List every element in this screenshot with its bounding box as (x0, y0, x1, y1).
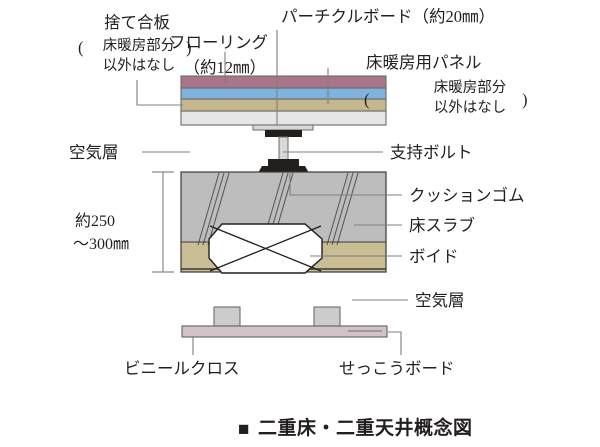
label-support-bolt: 支持ボルト (390, 143, 473, 162)
caption-marker: ■ (238, 419, 250, 440)
leader-lines-group (136, 30, 408, 355)
label-heating-panel: 床暖房用パネル ( 床暖房部分 以外はなし ) (364, 53, 528, 116)
label-dimension: 約250 〜300㎜ (73, 212, 129, 253)
figure-caption: ■ 二重床・二重天井概念図 (238, 416, 473, 440)
label-sute-plywood-line2: 床暖房部分 (103, 37, 176, 54)
leader-sute-plywood (136, 80, 183, 106)
heating-panel-layer (180, 98, 387, 112)
label-heating-panel-line1: 床暖房用パネル (366, 53, 482, 72)
label-heating-panel-paren-open: ( (364, 90, 370, 109)
label-sute-plywood-line1: 捨て合板 (104, 13, 170, 32)
flooring-layer (180, 75, 387, 89)
label-flooring: フローリング （約12㎜） (169, 33, 268, 77)
void-cross-line-2 (209, 225, 322, 272)
ceiling-assembly-group (181, 306, 388, 338)
bolt-shaft (278, 136, 289, 161)
label-sute-plywood-line3: 以外はなし (103, 57, 176, 74)
sute-plywood-layer (180, 110, 387, 126)
label-void: ボイド (409, 247, 459, 266)
ceiling-board (181, 325, 388, 338)
label-gypsum-board: せっこうボード (339, 359, 455, 378)
label-cushion-rubber: クッションゴム (409, 185, 525, 205)
label-vinyl-cloth: ビニールクロス (124, 359, 240, 378)
label-heating-panel-paren-close: ) (522, 90, 528, 109)
label-particle-board: パーチクルボード（約20㎜） (281, 7, 495, 26)
label-sute-plywood-paren-open: ( (78, 38, 84, 57)
label-sute-plywood: 捨て合板 ( 床暖房部分 以外はなし ) (78, 13, 192, 74)
ceiling-hanger-left (213, 306, 241, 327)
void-group (208, 223, 323, 274)
bolt-upper-plate (252, 124, 314, 131)
label-air-layer-lower: 空気層 (415, 291, 465, 310)
label-sute-plywood-paren-close: ) (186, 38, 192, 57)
label-flooring-line2: （約12㎜） (184, 58, 267, 77)
label-heating-panel-line2: 床暖房部分 (434, 79, 507, 96)
label-dimension-line2: 〜300㎜ (73, 236, 129, 253)
particle-board-layer (180, 87, 387, 100)
bolt-lower-collar (268, 159, 299, 166)
label-heating-panel-line3: 以外はなし (434, 99, 507, 116)
ceiling-hanger-right (313, 306, 341, 327)
floor-assembly-group (180, 75, 387, 126)
leader-cushion-rubber (289, 172, 402, 196)
dimension-line-group (152, 171, 174, 273)
label-flooring-line1: フローリング (169, 33, 268, 52)
label-air-layer-upper: 空気層 (69, 143, 119, 162)
leader-gypsum-board (388, 331, 402, 355)
label-floor-slab: 床スラブ (409, 215, 475, 235)
caption-text: 二重床・二重天井概念図 (258, 416, 473, 439)
bolt-upper-dark-block (265, 130, 302, 137)
label-dimension-line1: 約250 (75, 212, 115, 230)
